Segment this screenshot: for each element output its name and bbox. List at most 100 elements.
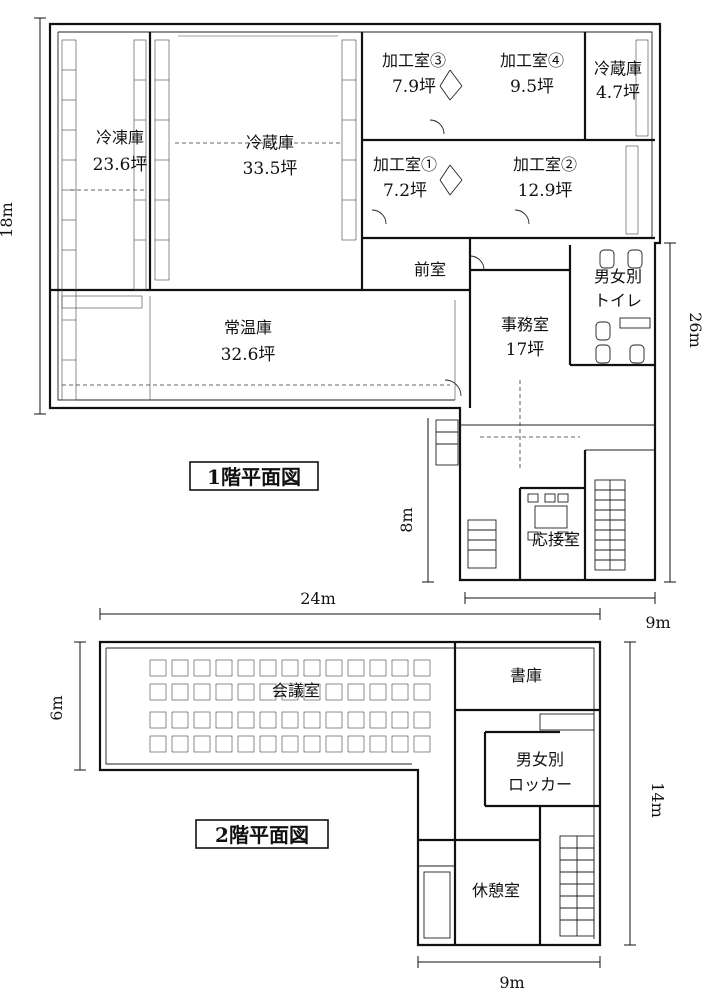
meeting-table (193, 659, 211, 677)
meeting-table (259, 659, 277, 677)
library-shelf (539, 713, 595, 731)
meeting-table (303, 711, 321, 729)
room-office-name: 事務室 (501, 315, 549, 334)
room-cold-small-area: 4.7坪 (596, 83, 640, 103)
meeting-table (281, 659, 299, 677)
meeting-table (171, 659, 189, 677)
process2-rack (625, 145, 639, 235)
meeting-table (413, 683, 431, 701)
meeting-tables (149, 659, 431, 753)
meeting-table (369, 659, 387, 677)
meeting-table (193, 683, 211, 701)
freezer-racks (61, 39, 147, 401)
room-ambient-area: 32.6坪 (221, 345, 276, 365)
meeting-table (171, 683, 189, 701)
floor1-title-box (189, 461, 319, 491)
room-break-name: 休憩室 (472, 881, 520, 900)
meeting-table (325, 659, 343, 677)
room-process4-area: 9.5坪 (510, 77, 554, 97)
meeting-table (171, 735, 189, 753)
meeting-table (347, 711, 365, 729)
dim-floor1-height-right: 26m (686, 312, 704, 348)
dim-floor1-width-office: 9m (645, 613, 670, 632)
room-process4-name: 加工室④ (500, 51, 564, 70)
toilet-fixtures (595, 249, 651, 364)
stairs-floor1 (435, 419, 626, 571)
dim-floor1-width-total: 24m (300, 589, 336, 608)
room-locker-line1: 男女別 (516, 750, 564, 769)
room-ambient-name: 常温庫 (224, 318, 272, 337)
meeting-table (149, 659, 167, 677)
meeting-table (391, 711, 409, 729)
dim-floor2-width-bottom: 9m (499, 973, 524, 992)
meeting-table (193, 711, 211, 729)
floor2-outer-wall (98, 640, 602, 947)
stairs-floor2 (559, 835, 595, 937)
room-meeting-name: 会議室 (272, 681, 320, 700)
meeting-table (347, 735, 365, 753)
meeting-table (237, 659, 255, 677)
room-cold-small-name: 冷蔵庫 (594, 59, 642, 78)
meeting-table (413, 735, 431, 753)
dim-floor2-height-left: 6m (47, 695, 66, 720)
meeting-table (215, 659, 233, 677)
room-process1-name: 加工室① (373, 155, 437, 174)
room-process3-name: 加工室③ (382, 51, 446, 70)
floor1-inner-wall (57, 31, 653, 401)
floor1-outer-wall (48, 22, 662, 582)
meeting-table (391, 683, 409, 701)
meeting-table (325, 735, 343, 753)
room-toilet-line1: 男女別 (594, 267, 642, 286)
room-process2-area: 12.9坪 (518, 181, 573, 201)
door-marks (371, 69, 530, 397)
dim-floor1-height-office: 8m (397, 507, 416, 532)
meeting-table (237, 683, 255, 701)
room-process3-area: 7.9坪 (392, 77, 436, 97)
cold-storage-racks (154, 35, 357, 281)
room-cold-large-name: 冷蔵庫 (246, 133, 294, 152)
floor2-plan: 会議室 書庫 男女別 ロッカー 休憩室 2階平面図 6m 14m 9m (47, 640, 667, 992)
room-anteroom-name: 前室 (414, 260, 446, 279)
floor2-title-box (195, 819, 329, 849)
room-process1-area: 7.2坪 (383, 181, 427, 201)
room-reception-name: 応接室 (532, 530, 580, 549)
room-freezer-name: 冷凍庫 (96, 128, 144, 147)
meeting-table (325, 683, 343, 701)
meeting-table (259, 735, 277, 753)
meeting-table (391, 659, 409, 677)
meeting-table (413, 711, 431, 729)
floor1-title: 1階平面図 (207, 465, 301, 489)
floor1-dimensions (34, 17, 676, 620)
dim-floor2-height-right: 14m (648, 782, 667, 818)
meeting-table (369, 683, 387, 701)
reception-furniture (527, 493, 569, 541)
room-locker-line2: ロッカー (508, 775, 572, 794)
meeting-table (413, 659, 431, 677)
meeting-table (215, 735, 233, 753)
meeting-table (149, 683, 167, 701)
meeting-table (259, 711, 277, 729)
meeting-table (281, 711, 299, 729)
meeting-table (237, 735, 255, 753)
floor2-dimensions (74, 641, 636, 968)
meeting-table (369, 735, 387, 753)
meeting-table (391, 735, 409, 753)
room-toilet-line2: トイレ (594, 291, 642, 310)
meeting-table (259, 683, 277, 701)
meeting-table (303, 683, 321, 701)
meeting-table (369, 711, 387, 729)
room-process2-name: 加工室② (513, 155, 577, 174)
closet-shelf (423, 871, 451, 939)
meeting-table (215, 711, 233, 729)
meeting-table (237, 711, 255, 729)
dim-floor1-height-left: 18m (0, 202, 16, 238)
meeting-table (303, 735, 321, 753)
meeting-table (149, 735, 167, 753)
meeting-table (347, 683, 365, 701)
room-cold-large-area: 33.5坪 (243, 159, 298, 179)
room-library-name: 書庫 (510, 666, 542, 685)
meeting-table (281, 683, 299, 701)
floor1-plan: 冷凍庫 23.6坪 冷蔵庫 33.5坪 加工室③ 7.9坪 加工室④ 9.5坪 … (0, 17, 704, 632)
meeting-table (347, 659, 365, 677)
